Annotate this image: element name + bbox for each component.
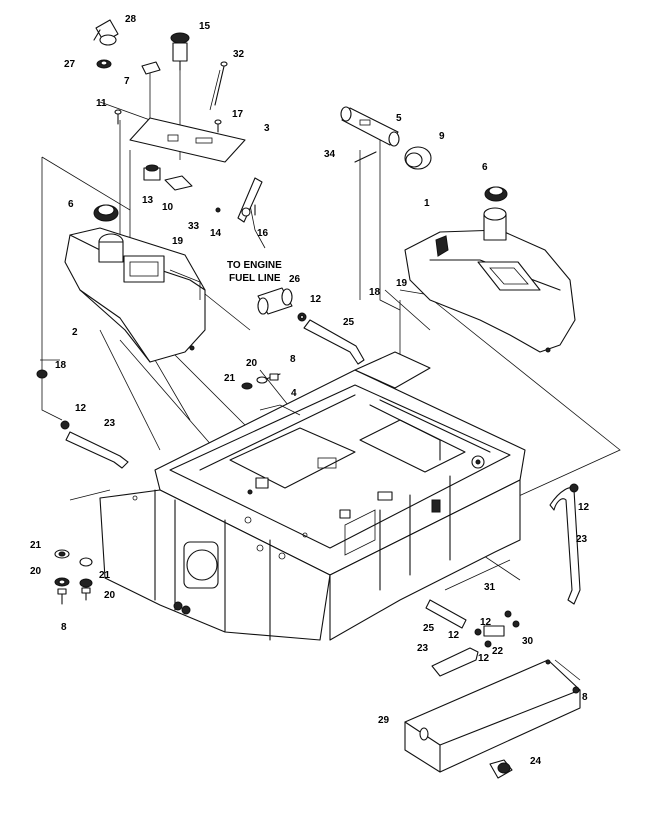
callout-5: 5 [396, 113, 402, 124]
callout-6-right: 6 [482, 162, 488, 173]
callout-10: 10 [162, 202, 174, 213]
callout-8-center: 8 [290, 354, 296, 365]
callout-20-left-b: 20 [104, 590, 116, 601]
bracket-3 [129, 117, 246, 191]
callout-25-lower: 25 [423, 623, 435, 634]
callout-33: 33 [188, 221, 200, 232]
main-frame-4 [99, 351, 526, 641]
callout-21-left-a: 21 [30, 540, 42, 551]
callout-32: 32 [233, 49, 245, 60]
callout-20-center: 20 [246, 358, 258, 369]
callout-12-left: 12 [75, 403, 87, 414]
callout-1: 1 [424, 198, 430, 209]
rod-32 [214, 61, 228, 106]
callout-31: 31 [484, 582, 496, 593]
callout-23-right: 23 [576, 534, 588, 545]
callout-12-fitting-c: 12 [478, 653, 490, 664]
fitting-24 [489, 759, 513, 779]
callout-26: 26 [289, 274, 301, 285]
callout-22: 22 [492, 646, 504, 657]
callout-24: 24 [530, 756, 542, 767]
callout-15: 15 [199, 21, 211, 32]
fuel-cap-6-right [484, 186, 508, 202]
callout-labels: 28 15 27 32 7 11 17 3 5 9 34 13 10 6 6 3… [30, 14, 590, 767]
callout-19-right: 19 [396, 278, 408, 289]
callout-9: 9 [439, 131, 445, 142]
hose-25-upper [303, 319, 365, 365]
fuel-tank-right [404, 207, 576, 353]
callout-6-left: 6 [68, 199, 74, 210]
screw-11 [114, 109, 122, 125]
callout-23-lower: 23 [417, 643, 429, 654]
callout-28: 28 [125, 14, 137, 25]
callout-12-fitting-a: 12 [480, 617, 492, 628]
lever-14 [237, 177, 263, 223]
callout-18-left: 18 [55, 360, 67, 371]
bracket-29 [404, 659, 581, 773]
callout-16: 16 [257, 228, 269, 239]
washer-27 [96, 59, 112, 69]
callout-17: 17 [232, 109, 244, 120]
callout-30: 30 [522, 636, 534, 647]
screw-33 [215, 207, 221, 213]
hose-23-left [60, 420, 129, 469]
hose-23-right [549, 483, 581, 605]
fuel-filter-26 [257, 287, 293, 315]
callout-8-left: 8 [61, 622, 67, 633]
callout-27: 27 [64, 59, 76, 70]
callout-18-right: 18 [369, 287, 381, 298]
callout-12-filter: 12 [310, 294, 322, 305]
fuel-tank-left [64, 227, 206, 363]
fuel-line-note: TO ENGINE FUEL LINE [227, 260, 282, 284]
screw-17 [214, 119, 222, 133]
callout-14: 14 [210, 228, 222, 239]
clip-7 [141, 61, 161, 75]
callout-3: 3 [264, 123, 270, 134]
clamp-18-left [36, 369, 48, 379]
note-line-1: TO ENGINE [227, 260, 282, 271]
callout-4: 4 [291, 388, 297, 399]
screw-34 [354, 151, 377, 163]
callout-21-center: 21 [224, 373, 236, 384]
hardware-set-center [241, 373, 281, 390]
note-line-2: FUEL LINE [229, 273, 281, 284]
callout-2: 2 [72, 327, 78, 338]
callout-12-right: 12 [578, 502, 590, 513]
hardware-set-left [54, 549, 93, 605]
callout-34: 34 [324, 149, 336, 160]
callout-11: 11 [96, 98, 107, 109]
tube-5 [340, 106, 400, 147]
callout-21-left-b: 21 [99, 570, 111, 581]
fuel-cap-28 [93, 19, 119, 46]
callout-29: 29 [378, 715, 390, 726]
fitting-cluster [425, 599, 520, 677]
callout-25-upper: 25 [343, 317, 355, 328]
switch-13 [143, 164, 161, 181]
callout-23-left: 23 [104, 418, 116, 429]
switch-15 [170, 32, 190, 71]
callout-8-right: 8 [582, 692, 588, 703]
clamp-12-filter [297, 312, 307, 322]
clamp-9 [404, 146, 432, 170]
callout-12-fitting-b: 12 [448, 630, 460, 641]
fuel-cap-6-left [93, 204, 119, 222]
callout-13: 13 [142, 195, 154, 206]
callout-7: 7 [124, 76, 130, 87]
callout-20-left-a: 20 [30, 566, 42, 577]
callout-19-left: 19 [172, 236, 184, 247]
